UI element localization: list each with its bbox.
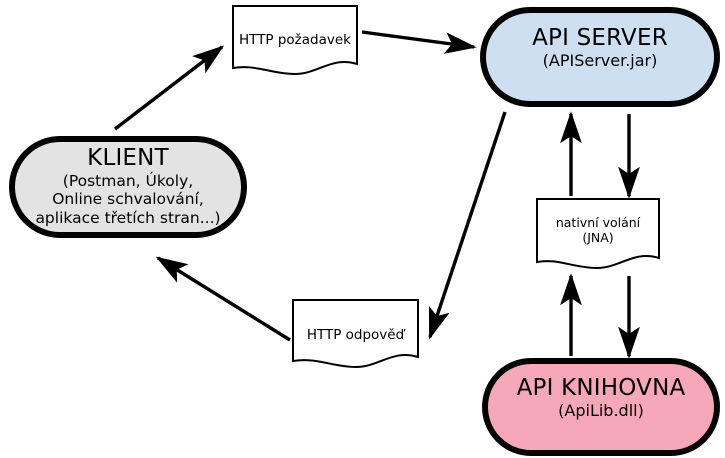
connector-response-to-client bbox=[155, 256, 291, 342]
node-shape-api-library[interactable] bbox=[482, 358, 720, 456]
connector-server-to-response bbox=[428, 111, 507, 340]
connector-request-to-server bbox=[361, 30, 477, 54]
node-shape-client[interactable] bbox=[9, 136, 247, 238]
document-shape-native-call[interactable] bbox=[536, 198, 660, 270]
document-shape-http-response[interactable] bbox=[292, 299, 419, 369]
document-shape-http-request[interactable] bbox=[232, 5, 358, 76]
node-shape-api-server[interactable] bbox=[480, 7, 720, 107]
connector-client-to-request bbox=[113, 45, 225, 131]
